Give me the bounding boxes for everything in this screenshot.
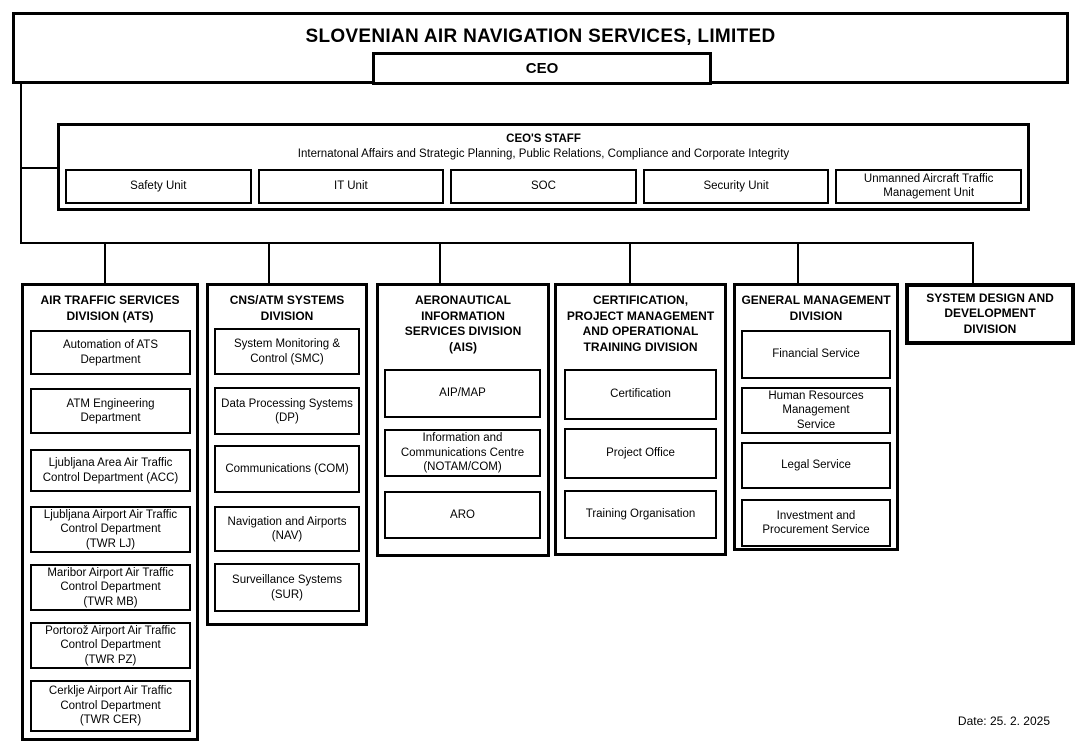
page-title: SLOVENIAN AIR NAVIGATION SERVICES, LIMIT… [305,26,776,47]
dept-label: Project Office [606,447,675,460]
dept-label: Ljubljana Area Air Traffic Control Depar… [42,457,179,484]
dept-box-aip-map: AIP/MAP [384,369,541,418]
division-box-cert: CERTIFICATION, PROJECT MANAGEMENT AND OP… [554,283,727,556]
dept-label: ARO [450,508,475,521]
uatm-unit-label: Unmanned Aircraft Traffic Management Uni… [863,172,994,199]
security-unit-box: Security Unit [642,169,830,204]
dept-label: Financial Service [772,348,860,361]
ceo-staff-title: CEO'S STAFF [506,133,581,145]
it-unit-box: IT Unit [257,169,445,204]
ceo-staff-units-row: Safety Unit IT Unit SOC Security Unit Un… [65,169,1022,204]
dept-label: Legal Service [781,459,851,472]
division-box-cns: CNS/ATM SYSTEMS DIVISION System Monitori… [206,283,368,626]
connector-stub-cert [629,243,631,283]
ceo-label: CEO [525,60,559,77]
division-box-ats: AIR TRAFFIC SERVICES DIVISION (ATS) Auto… [21,283,199,741]
dept-box-dp: Data Processing Systems (DP) [214,387,360,435]
dept-box-atm-engineering: ATM Engineering Department [30,388,191,434]
dept-box-twr-pz: Portorož Airport Air Traffic Control Dep… [30,622,191,669]
dept-label: Navigation and Airports (NAV) [227,515,347,542]
division-title-cert: CERTIFICATION, PROJECT MANAGEMENT AND OP… [566,293,715,354]
division-title-sdd: SYSTEM DESIGN AND DEVELOPMENT DIVISION [926,290,1054,336]
dept-box-automation-ats: Automation of ATS Department [30,330,191,375]
soc-unit-label: SOC [531,179,556,192]
dept-box-twr-lj: Ljubljana Airport Air Traffic Control De… [30,506,191,553]
dept-box-notam-com: Information and Communications Centre (N… [384,429,541,477]
dept-label: Human Resources Management Service [768,389,864,431]
dept-box-smc: System Monitoring & Control (SMC) [214,328,360,375]
division-title-ais: AERONAUTICAL INFORMATION SERVICES DIVISI… [404,293,522,354]
dept-box-financial-service: Financial Service [741,330,891,379]
division-title-gm: GENERAL MANAGEMENT DIVISION [741,293,891,323]
dept-box-aro: ARO [384,491,541,539]
dept-box-acc: Ljubljana Area Air Traffic Control Depar… [30,449,191,492]
dept-label: Surveillance Systems (SUR) [232,574,342,601]
dept-label: Investment and Procurement Service [762,509,870,536]
connector-stub-ais [439,243,441,283]
soc-unit-box: SOC [450,169,637,204]
dept-label: Automation of ATS Department [62,339,159,366]
dept-label: Communications (COM) [225,462,349,475]
ceo-box: CEO [372,52,712,85]
dept-box-nav: Navigation and Airports (NAV) [214,506,360,552]
dept-label: Ljubljana Airport Air Traffic Control De… [43,508,178,550]
division-box-sdd: SYSTEM DESIGN AND DEVELOPMENT DIVISION [905,283,1075,345]
division-box-gm: GENERAL MANAGEMENT DIVISION Financial Se… [733,283,899,551]
dept-label: Training Organisation [585,508,696,521]
dept-box-sur: Surveillance Systems (SUR) [214,563,360,612]
date-label: Date: 25. 2. 2025 [957,714,1050,728]
security-unit-label: Security Unit [703,179,769,192]
connector-staff-branch [20,167,58,169]
dept-box-investment-procurement: Investment and Procurement Service [741,499,891,547]
dept-box-com: Communications (COM) [214,445,360,493]
dept-label: Maribor Airport Air Traffic Control Depa… [47,566,174,608]
dept-label: ATM Engineering Department [66,397,155,424]
connector-stub-sdd [972,243,974,283]
division-box-ais: AERONAUTICAL INFORMATION SERVICES DIVISI… [376,283,550,557]
connector-stub-ats [104,243,106,283]
division-title-ats: AIR TRAFFIC SERVICES DIVISION (ATS) [40,293,180,323]
dept-box-certification: Certification [564,369,717,420]
uatm-unit-box: Unmanned Aircraft Traffic Management Uni… [835,169,1022,204]
dept-label: Cerklje Airport Air Traffic Control Depa… [48,685,173,727]
ceo-staff-box: CEO'S STAFF Internatonal Affairs and Str… [57,123,1030,211]
safety-unit-label: Safety Unit [130,179,187,192]
dept-box-legal-service: Legal Service [741,442,891,489]
ceo-staff-subtitle: Internatonal Affairs and Strategic Plann… [297,148,790,160]
dept-box-training-organisation: Training Organisation [564,490,717,539]
dept-label: Data Processing Systems (DP) [221,397,353,424]
connector-ceo-vertical [20,84,22,243]
safety-unit-box: Safety Unit [65,169,252,204]
connector-main-horizontal [20,242,974,244]
dept-box-hrm-service: Human Resources Management Service [741,387,891,434]
dept-label: AIP/MAP [439,387,486,400]
connector-stub-cns [268,243,270,283]
dept-label: Certification [610,388,671,401]
dept-label: Portorož Airport Air Traffic Control Dep… [45,624,176,666]
dept-box-project-office: Project Office [564,428,717,479]
division-title-cns: CNS/ATM SYSTEMS DIVISION [229,293,345,323]
dept-label: System Monitoring & Control (SMC) [233,338,341,365]
dept-box-twr-cer: Cerklje Airport Air Traffic Control Depa… [30,680,191,732]
it-unit-label: IT Unit [334,179,368,192]
dept-label: Information and Communications Centre (N… [400,432,525,474]
connector-stub-gm [797,243,799,283]
dept-box-twr-mb: Maribor Airport Air Traffic Control Depa… [30,564,191,611]
